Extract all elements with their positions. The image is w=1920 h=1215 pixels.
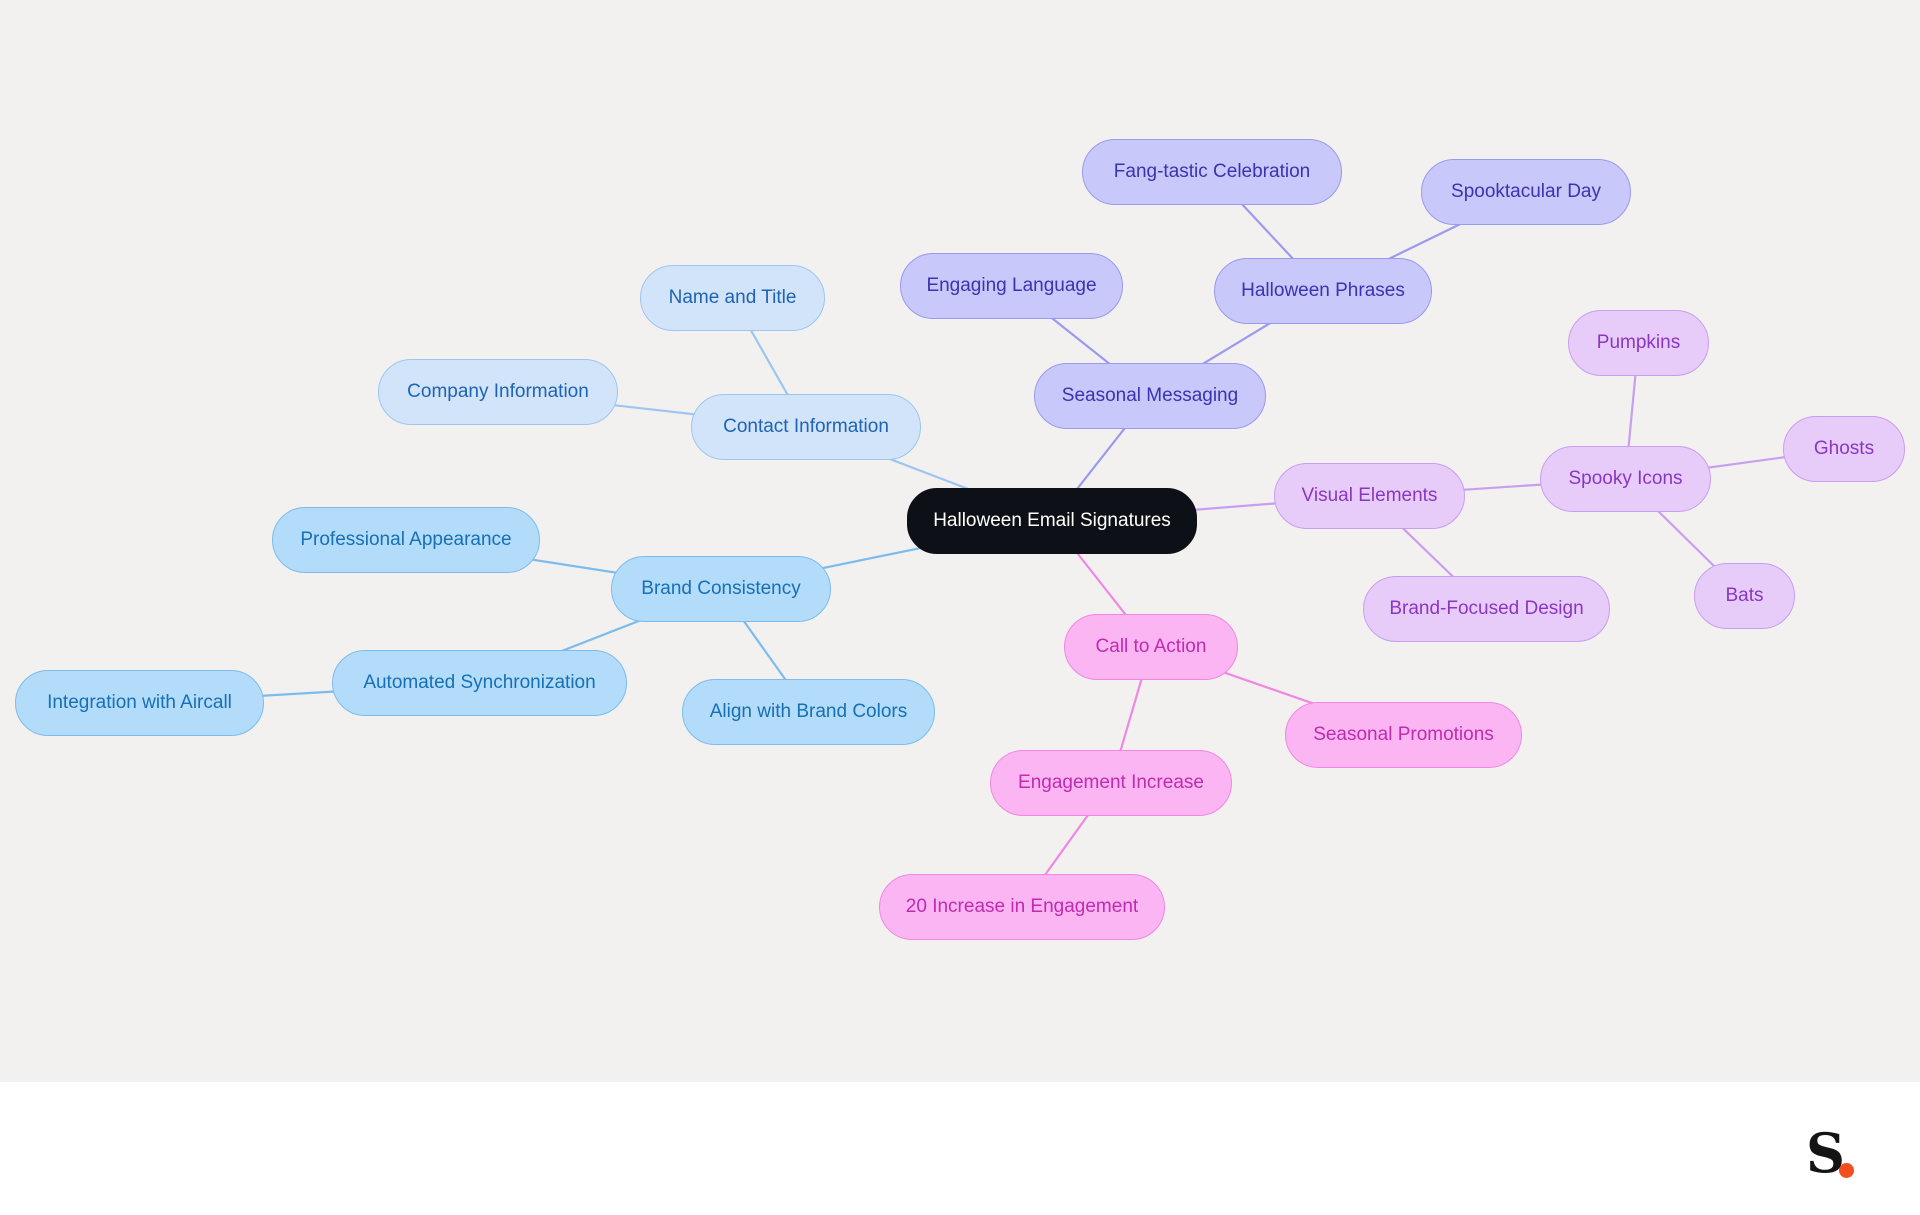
node-halloween-phrases[interactable]: Halloween Phrases [1214,258,1432,324]
node-contact-information[interactable]: Contact Information [691,394,921,460]
node-seasonal-promotions[interactable]: Seasonal Promotions [1285,702,1522,768]
node-seasonal-messaging[interactable]: Seasonal Messaging [1034,363,1266,429]
node-fang-tastic-celebration[interactable]: Fang-tastic Celebration [1082,139,1342,205]
node-visual-elements[interactable]: Visual Elements [1274,463,1465,529]
node-professional-appearance[interactable]: Professional Appearance [272,507,540,573]
node-name-and-title[interactable]: Name and Title [640,265,825,331]
node-spooky-icons[interactable]: Spooky Icons [1540,446,1711,512]
page-footer [0,1082,1920,1215]
node-automated-synchronization[interactable]: Automated Synchronization [332,650,627,716]
brand-logo[interactable]: S [1806,1126,1866,1180]
node-company-information[interactable]: Company Information [378,359,618,425]
node-align-with-brand-colors[interactable]: Align with Brand Colors [682,679,935,745]
node-spooktacular-day[interactable]: Spooktacular Day [1421,159,1631,225]
node-root[interactable]: Halloween Email Signatures [907,488,1197,554]
node-bats[interactable]: Bats [1694,563,1795,629]
node-brand-focused-design[interactable]: Brand-Focused Design [1363,576,1610,642]
node-20-increase-in-engagement[interactable]: 20 Increase in Engagement [879,874,1165,940]
node-engagement-increase[interactable]: Engagement Increase [990,750,1232,816]
node-pumpkins[interactable]: Pumpkins [1568,310,1709,376]
node-call-to-action[interactable]: Call to Action [1064,614,1238,680]
mind-map-canvas: Halloween Email Signatures Contact Infor… [0,0,1920,1082]
node-ghosts[interactable]: Ghosts [1783,416,1905,482]
node-brand-consistency[interactable]: Brand Consistency [611,556,831,622]
logo-letter: S [1806,1121,1845,1185]
node-engaging-language[interactable]: Engaging Language [900,253,1123,319]
logo-dot-icon [1839,1163,1854,1178]
node-integration-with-aircall[interactable]: Integration with Aircall [15,670,264,736]
